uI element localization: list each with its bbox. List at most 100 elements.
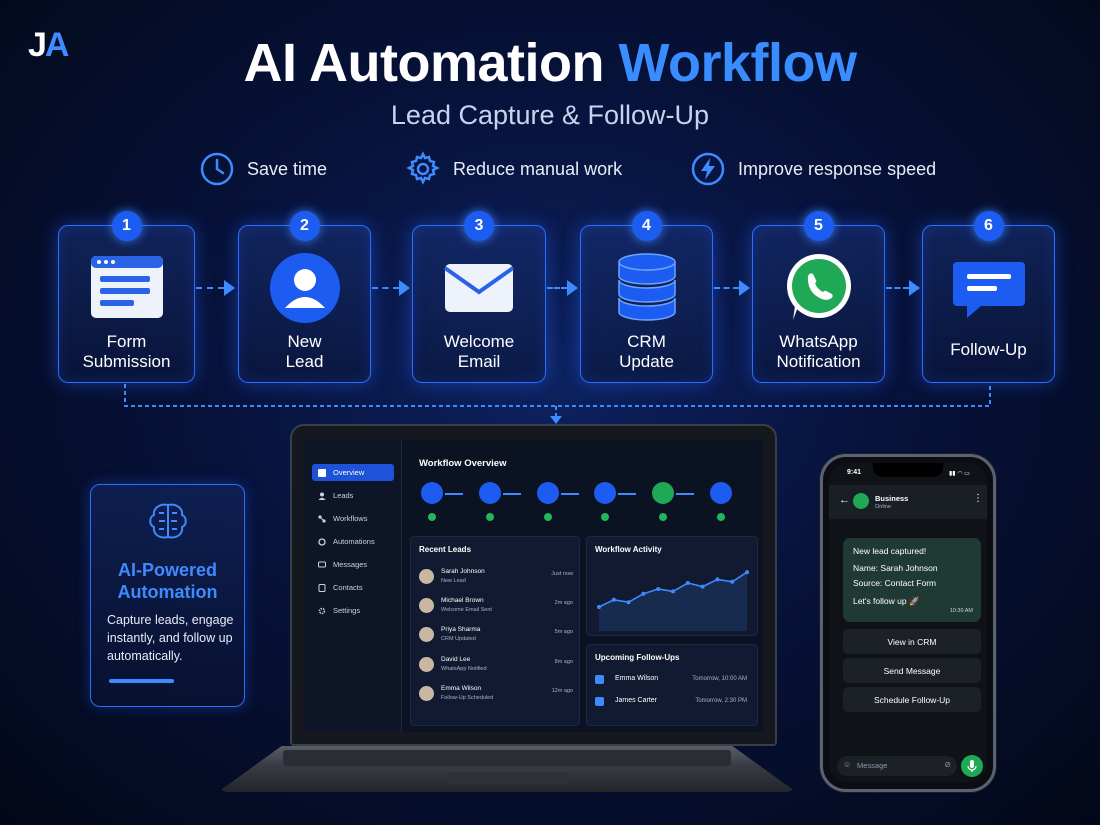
avatar bbox=[419, 686, 434, 701]
step-number: 2 bbox=[289, 211, 320, 241]
mini-user-icon bbox=[479, 482, 501, 504]
overview-title: Workflow Overview bbox=[419, 458, 507, 469]
benefit-reduce-manual-work: Reduce manual work bbox=[405, 150, 622, 188]
avatar bbox=[419, 627, 434, 642]
user-icon bbox=[318, 492, 326, 500]
followup-time: Tomorrow, 2:30 PM bbox=[695, 698, 747, 704]
more-icon[interactable]: ⋮ bbox=[973, 493, 983, 504]
followup-name: Emma Wilson bbox=[615, 675, 659, 682]
followup-time: Tomorrow, 10:00 AM bbox=[692, 676, 747, 682]
followups-panel: Upcoming Follow-Ups Emma Wilson Tomorrow… bbox=[586, 644, 758, 726]
mini-database-icon bbox=[594, 482, 616, 504]
whatsapp-icon bbox=[786, 254, 851, 320]
view-in-crm-button[interactable]: View in CRM bbox=[843, 629, 981, 654]
step-number: 5 bbox=[803, 211, 834, 241]
nav-contacts[interactable]: Contacts bbox=[312, 579, 394, 596]
workflow-activity-panel: Workflow Activity bbox=[586, 536, 758, 636]
check-icon bbox=[428, 513, 436, 521]
contact-name: Business bbox=[875, 494, 909, 503]
connector-line bbox=[124, 384, 991, 424]
laptop-trackpad bbox=[448, 772, 568, 784]
microphone-button[interactable] bbox=[961, 755, 983, 777]
laptop-keyboard bbox=[283, 750, 731, 766]
gear-icon bbox=[318, 537, 326, 546]
emoji-icon[interactable]: ☺ bbox=[843, 760, 852, 769]
contact-status: Online bbox=[875, 504, 891, 510]
phone: 9:41 ▮▮ ◠ ▭ ← Business Online ⋮ New lead… bbox=[820, 454, 996, 792]
database-icon bbox=[617, 253, 676, 321]
mini-arrow bbox=[676, 493, 694, 495]
attach-icon[interactable]: ⊘ bbox=[944, 760, 951, 769]
nav-automations[interactable]: Automations bbox=[312, 533, 394, 550]
chat-header: ← Business Online ⋮ bbox=[829, 485, 987, 519]
flow-arrowhead bbox=[739, 280, 750, 296]
phone-screen: 9:41 ▮▮ ◠ ▭ ← Business Online ⋮ New lead… bbox=[829, 463, 987, 783]
message-bubble: New lead captured! Name: Sarah Johnson S… bbox=[843, 538, 981, 622]
chart-point bbox=[611, 597, 616, 602]
check-icon bbox=[601, 513, 609, 521]
nav-leads[interactable]: Leads bbox=[312, 487, 394, 504]
chart-point bbox=[700, 584, 705, 589]
workflow-icon bbox=[318, 514, 326, 523]
step-number: 6 bbox=[973, 211, 1004, 241]
chat-bubble-icon bbox=[952, 262, 1025, 318]
clock-icon bbox=[200, 152, 234, 186]
message-input[interactable]: ☺ Message ⊘ bbox=[837, 756, 957, 776]
flow-arrowhead bbox=[224, 280, 235, 296]
chart-point bbox=[656, 587, 661, 591]
ai-card-accent-bar bbox=[109, 679, 174, 683]
nav-workflows[interactable]: Workflows bbox=[312, 510, 394, 527]
mini-arrow bbox=[503, 493, 521, 495]
chart-area bbox=[599, 572, 747, 631]
avatar bbox=[419, 569, 434, 584]
step-number: 4 bbox=[631, 211, 662, 241]
dashboard-screen: Overview Leads Workflows Automations Mes… bbox=[304, 440, 763, 732]
laptop: Overview Leads Workflows Automations Mes… bbox=[290, 424, 777, 746]
schedule-follow-up-button[interactable]: Schedule Follow-Up bbox=[843, 687, 981, 712]
nav-overview[interactable]: Overview bbox=[312, 464, 394, 481]
flow-arrow bbox=[714, 287, 739, 289]
flow-arrow bbox=[886, 287, 909, 289]
mini-whatsapp-icon bbox=[652, 482, 674, 504]
check-icon bbox=[544, 513, 552, 521]
step-number: 3 bbox=[464, 211, 494, 241]
check-icon bbox=[717, 513, 725, 521]
calendar-icon bbox=[595, 697, 604, 706]
envelope-icon bbox=[443, 264, 515, 312]
chart-point bbox=[685, 581, 690, 585]
message-icon bbox=[318, 561, 326, 567]
mini-arrow bbox=[618, 493, 636, 495]
check-icon bbox=[486, 513, 494, 521]
brand-logo: JA bbox=[28, 26, 69, 64]
mini-envelope-icon bbox=[537, 482, 559, 504]
chart-point bbox=[671, 589, 675, 594]
nav-settings[interactable]: Settings bbox=[312, 602, 394, 619]
contacts-icon bbox=[318, 583, 326, 592]
check-icon bbox=[659, 513, 667, 521]
phone-notch bbox=[873, 463, 943, 477]
gear-icon bbox=[406, 151, 440, 185]
nav-messages[interactable]: Messages bbox=[312, 556, 394, 573]
step-label: Follow-Up bbox=[950, 340, 1027, 359]
step-number: 1 bbox=[111, 211, 142, 241]
mini-arrow bbox=[561, 493, 579, 495]
recent-leads-title: Recent Leads bbox=[419, 545, 472, 554]
back-arrow-icon[interactable]: ← bbox=[839, 494, 850, 506]
followup-name: James Carter bbox=[615, 697, 658, 704]
avatar bbox=[853, 493, 869, 509]
dashboard-sidebar: Overview Leads Workflows Automations Mes… bbox=[304, 440, 402, 732]
chart-point bbox=[715, 577, 720, 582]
send-message-button[interactable]: Send Message bbox=[843, 658, 981, 683]
